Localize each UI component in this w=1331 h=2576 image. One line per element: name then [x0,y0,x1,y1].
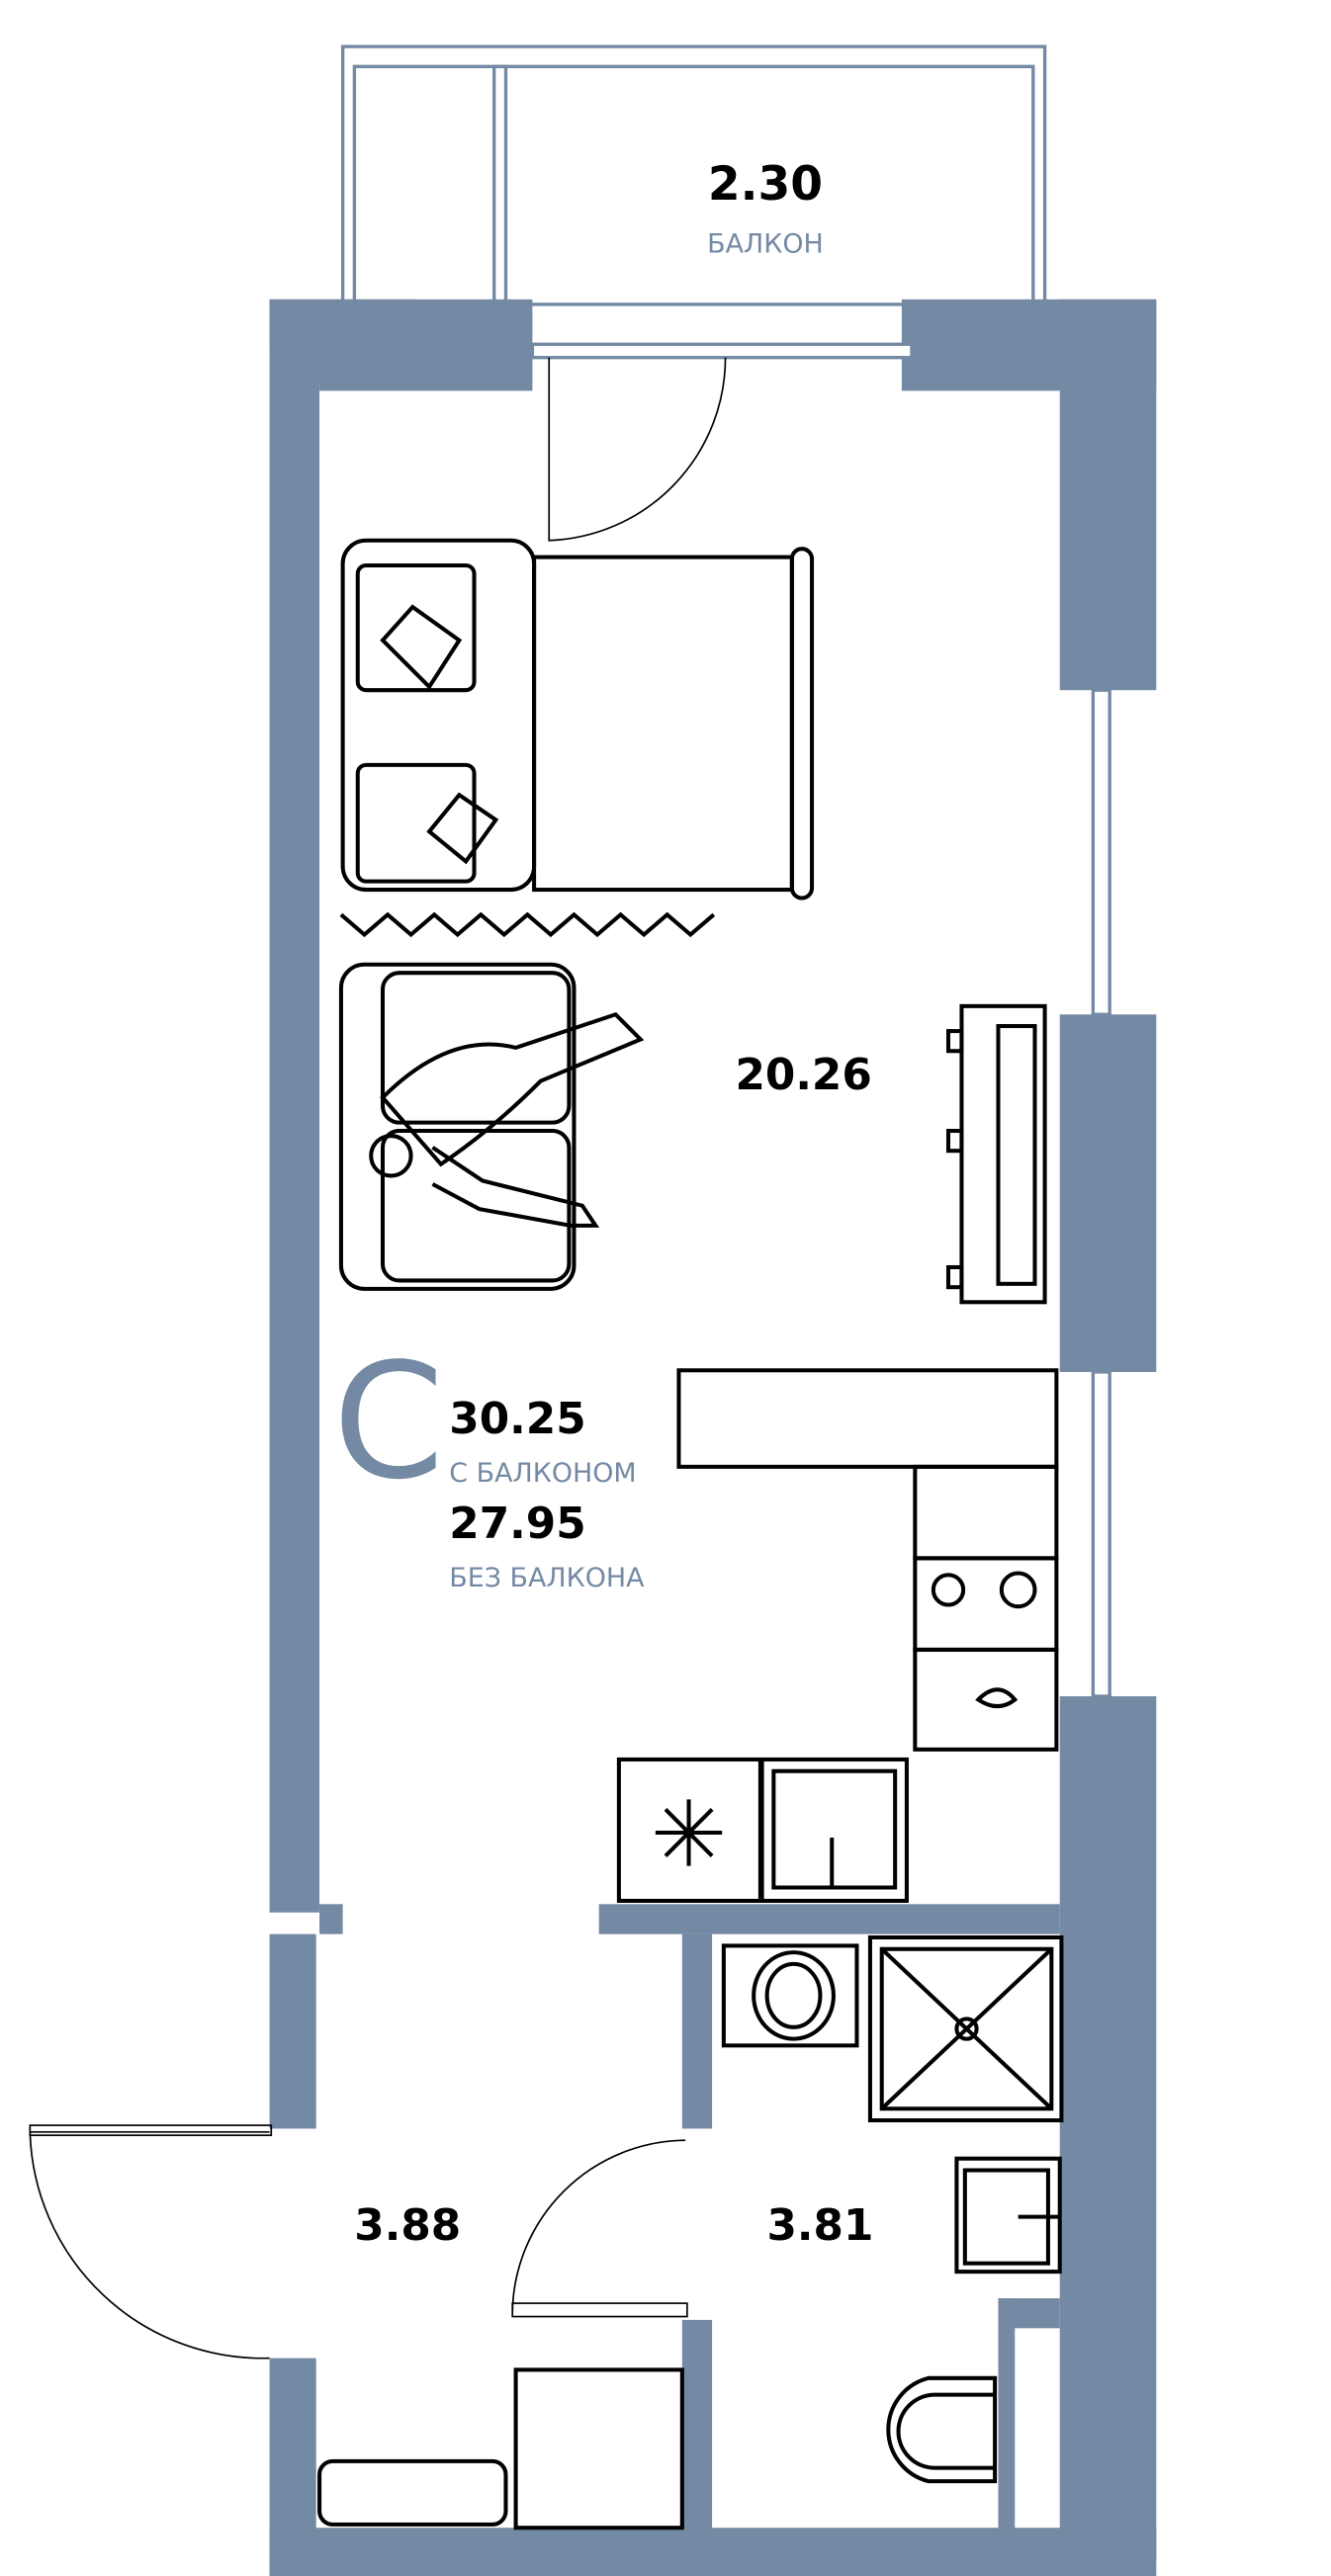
apartment-type-letter: С [333,1330,445,1515]
windows [530,342,1111,1698]
balcony-label: БАЛКОН [707,229,824,260]
bathroom-area: 3.81 [767,2200,874,2251]
bathroom-fixtures [317,1934,1064,2531]
total-without-balcony: 27.95 [449,1499,585,1549]
doors [29,357,727,2360]
balcony-area: 2.30 [708,157,823,212]
balcony [340,44,1047,306]
walls [269,299,1157,2576]
without-balcony-label: БЕЗ БАЛКОНА [449,1563,645,1593]
with-balcony-label: С БАЛКОНОМ [449,1458,636,1489]
living-room-area: 20.26 [735,1050,871,1100]
bed [339,538,815,938]
total-with-balcony: 30.25 [449,1394,585,1444]
hallway-area: 3.88 [354,2200,461,2251]
sofa [338,962,645,1291]
tv-unit [945,1003,1047,1305]
kitchen [616,1368,1059,1903]
